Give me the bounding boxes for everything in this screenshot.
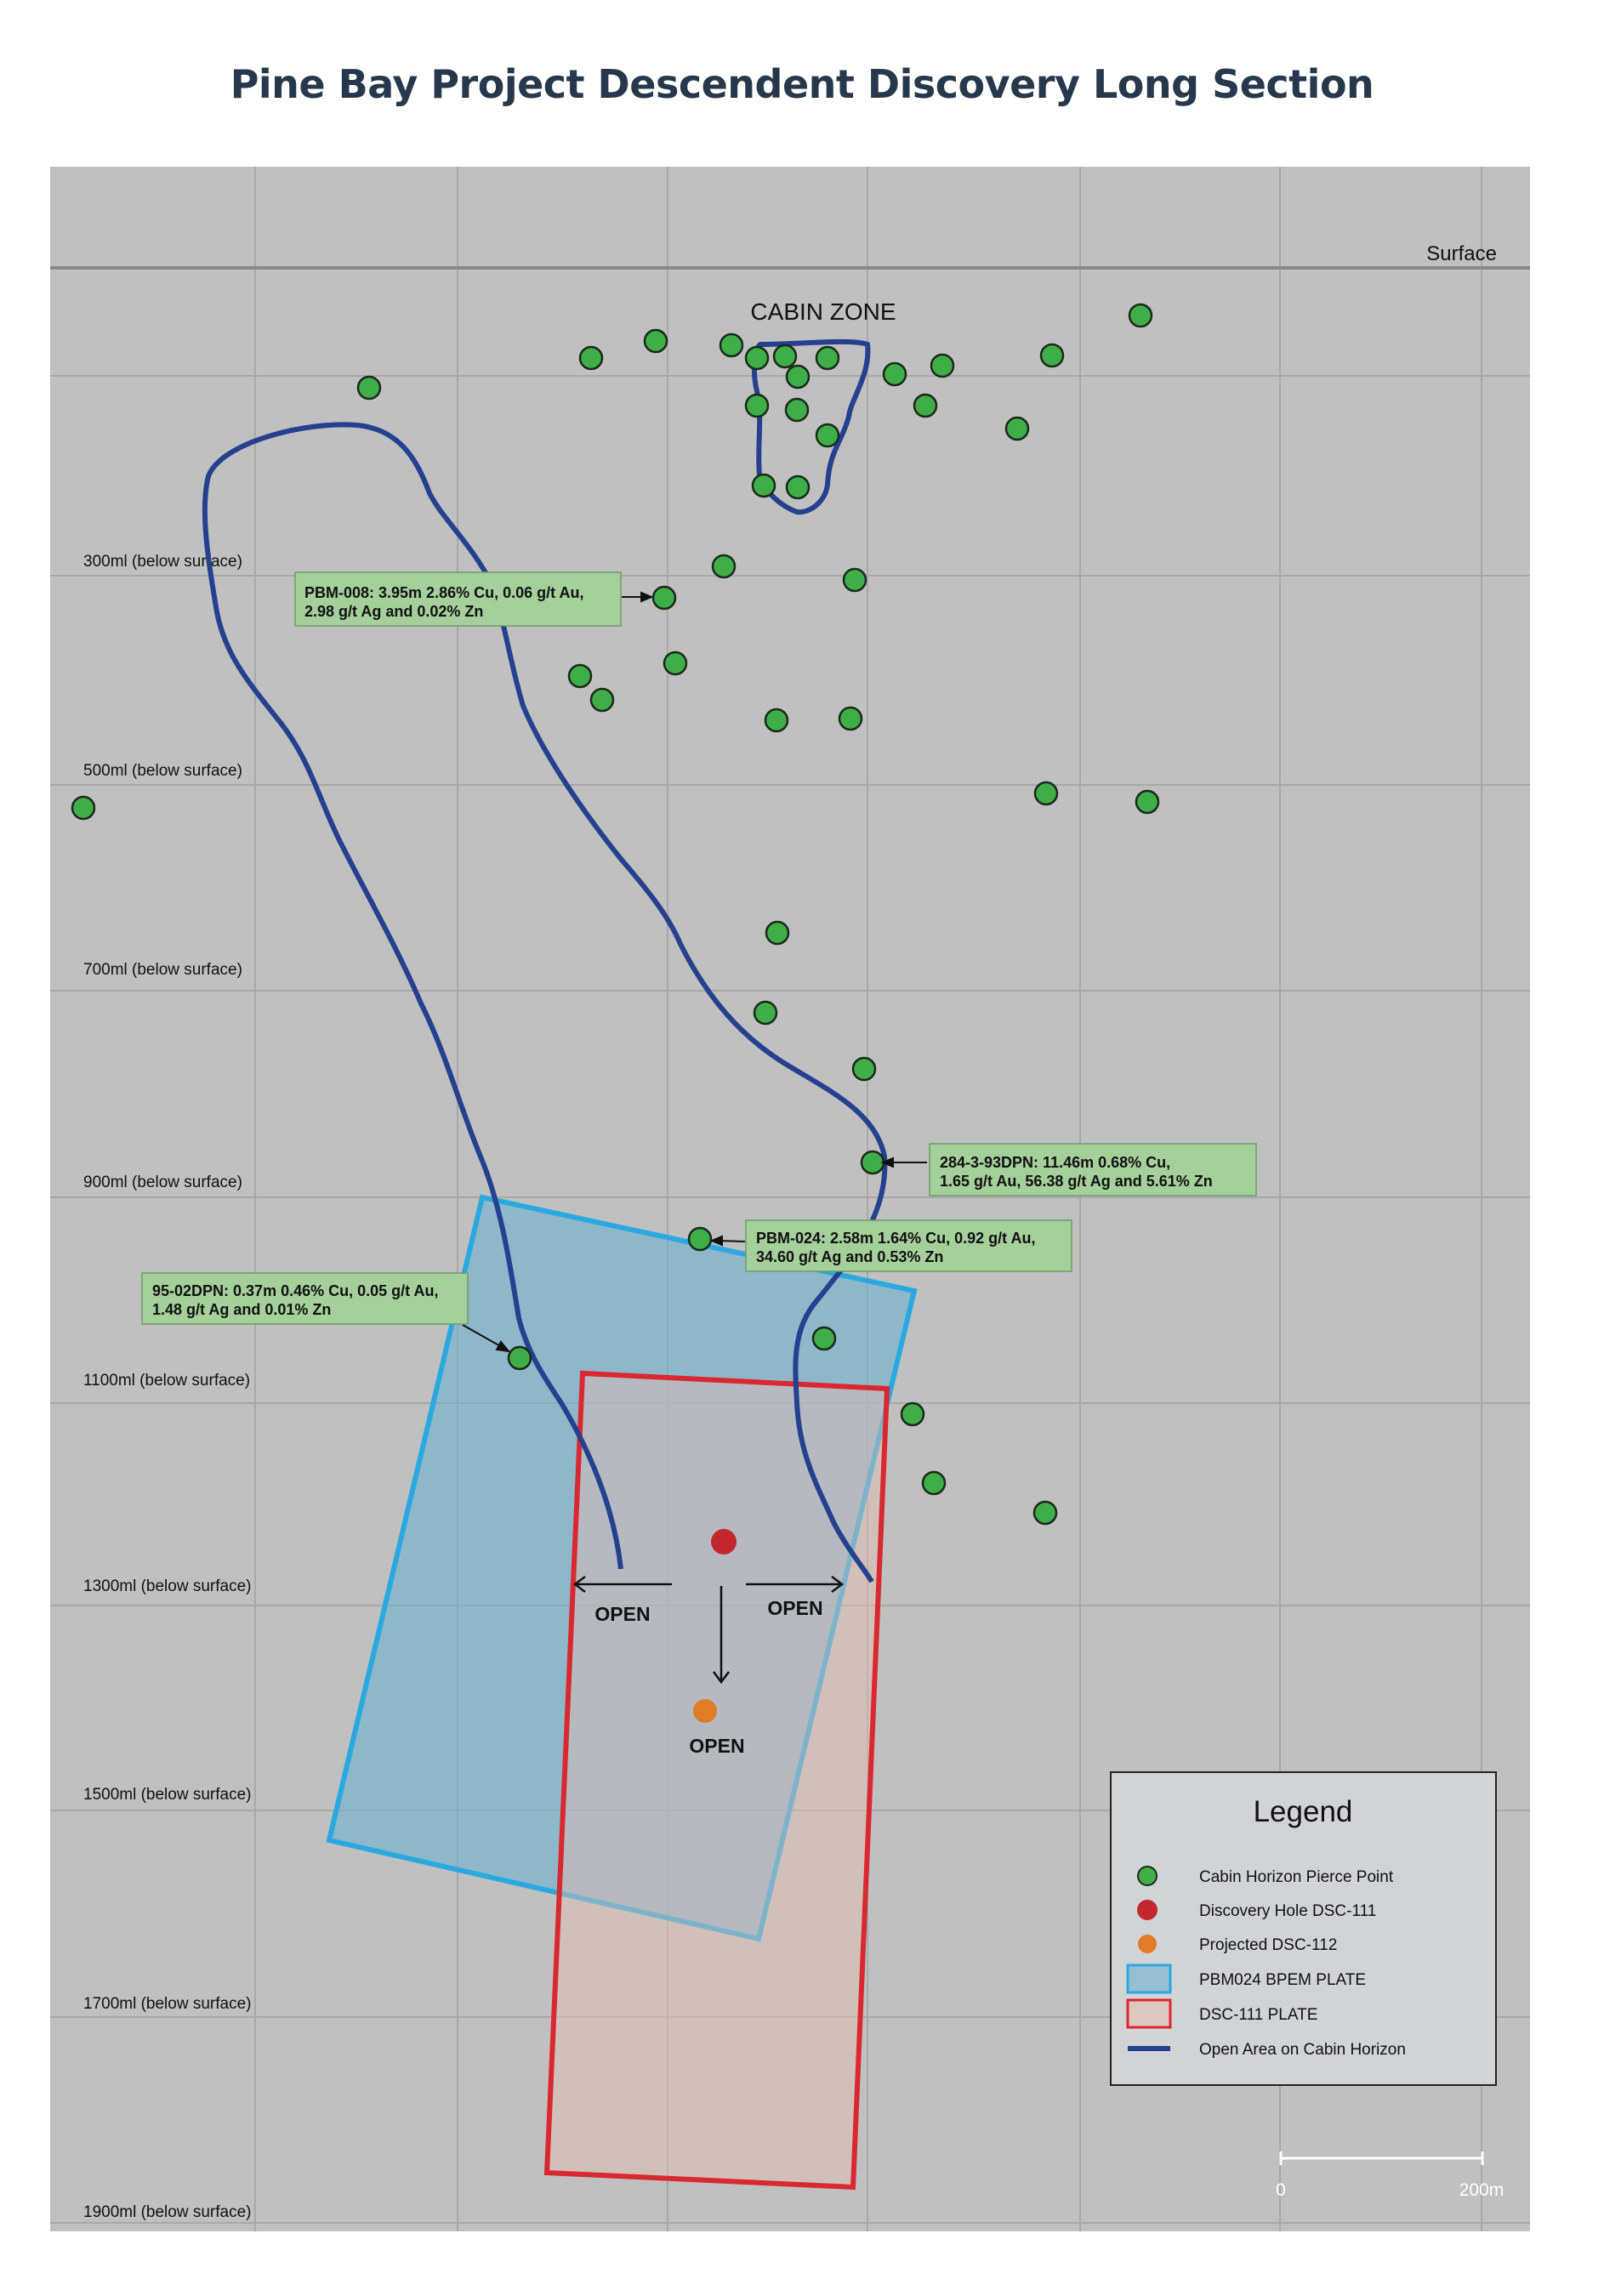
pierce-point	[860, 1150, 885, 1175]
open-arrows	[572, 1576, 845, 1685]
pierce-point	[687, 1226, 713, 1252]
pierce-point	[567, 663, 593, 689]
pierce-point	[1004, 416, 1030, 441]
pierce-point	[1128, 303, 1153, 328]
depth-label: 1500ml (below surface)	[83, 1786, 251, 1804]
discovery-hole-dsc-111	[711, 1529, 737, 1554]
callout-line: PBM-008: 3.95m 2.86% Cu, 0.06 g/t Au,	[304, 584, 583, 601]
pierce-point	[751, 473, 776, 498]
legend-red-dot-icon	[1137, 1900, 1157, 1920]
pierce-point	[1032, 1500, 1058, 1526]
legend-label: PBM024 BPEM PLATE	[1199, 1971, 1366, 1989]
pierce-point	[784, 397, 810, 423]
callout-line: 2.98 g/t Ag and 0.02% Zn	[304, 603, 483, 620]
pierce-point	[578, 345, 604, 371]
pierce-point	[838, 706, 863, 731]
pierce-point	[765, 920, 790, 946]
pierce-point	[1135, 789, 1160, 815]
legend: Legend Cabin Horizon Pierce Point Discov…	[1110, 1771, 1497, 2086]
depth-label: 300ml (below surface)	[83, 553, 242, 571]
pierce-point	[882, 361, 907, 387]
pierce-point	[764, 708, 789, 733]
scale-bar-start: 0	[1276, 2180, 1286, 2200]
legend-label: Cabin Horizon Pierce Point	[1199, 1868, 1394, 1886]
pierce-point	[744, 393, 770, 418]
legend-title: Legend	[1254, 1795, 1353, 1828]
callout-line: 34.60 g/t Ag and 0.53% Zn	[756, 1248, 943, 1265]
pierce-point	[785, 475, 811, 500]
pierce-point	[921, 1470, 947, 1496]
pierce-point	[900, 1401, 925, 1427]
callout-pbm-024: PBM-024: 2.58m 1.64% Cu, 0.92 g/t Au, 34…	[745, 1219, 1072, 1272]
open-label-right: OPEN	[767, 1597, 822, 1619]
pierce-point	[815, 423, 840, 448]
pierce-point	[785, 364, 811, 389]
pierce-point	[815, 345, 840, 371]
legend-label: DSC-111 PLATE	[1199, 2006, 1317, 2024]
open-label-down: OPEN	[689, 1735, 744, 1757]
pierce-point	[811, 1326, 837, 1351]
legend-label: Discovery Hole DSC-111	[1199, 1902, 1376, 1920]
pierce-point	[651, 585, 677, 611]
callout-line: 284-3-93DPN: 11.46m 0.68% Cu,	[940, 1154, 1170, 1171]
callout-leaders	[462, 591, 927, 1353]
dsc-111-plate	[543, 1370, 890, 2191]
cabin-zone-label: CABIN ZONE	[750, 298, 896, 325]
projected-dsc-112	[693, 1699, 717, 1723]
pierce-point	[643, 328, 668, 354]
legend-blue-plate-icon	[1126, 1964, 1172, 1994]
surface-label: Surface	[1426, 242, 1497, 265]
pierce-points	[71, 303, 1160, 1526]
pierce-point	[930, 353, 955, 378]
depth-label: 700ml (below surface)	[83, 961, 242, 979]
pierce-point	[356, 375, 382, 401]
depth-label: 1900ml (below surface)	[83, 2203, 251, 2221]
pierce-point	[719, 332, 744, 358]
legend-red-plate-icon	[1126, 1998, 1172, 2029]
legend-box	[1110, 1771, 1497, 2086]
page-title: Pine Bay Project Descendent Discovery Lo…	[230, 61, 1374, 107]
pierce-point	[507, 1345, 532, 1371]
depth-label: 1300ml (below surface)	[83, 1577, 251, 1595]
callout-284-3-93dpn: 284-3-93DPN: 11.46m 0.68% Cu, 1.65 g/t A…	[929, 1143, 1257, 1196]
scale-bar-end: 200m	[1459, 2180, 1504, 2200]
callout-pbm-008: PBM-008: 3.95m 2.86% Cu, 0.06 g/t Au, 2.…	[294, 571, 622, 627]
callout-line: 1.48 g/t Ag and 0.01% Zn	[152, 1301, 331, 1318]
callout-line: 1.65 g/t Au, 56.38 g/t Ag and 5.61% Zn	[940, 1173, 1213, 1190]
pierce-point	[1033, 781, 1059, 806]
pierce-point	[851, 1056, 877, 1082]
pierce-point	[589, 687, 615, 713]
pierce-point	[913, 393, 938, 418]
pierce-point	[71, 795, 96, 821]
pierce-point	[842, 567, 867, 593]
callout-95-02dpn: 95-02DPN: 0.37m 0.46% Cu, 0.05 g/t Au, 1…	[141, 1272, 469, 1325]
depth-label: 900ml (below surface)	[83, 1174, 242, 1191]
callout-line: PBM-024: 2.58m 1.64% Cu, 0.92 g/t Au,	[756, 1230, 1035, 1247]
scale-bar	[1279, 2151, 1484, 2165]
pierce-point	[753, 1000, 778, 1026]
depth-label: 1700ml (below surface)	[83, 1995, 251, 2013]
pierce-point	[663, 651, 688, 676]
callout-line: 95-02DPN: 0.37m 0.46% Cu, 0.05 g/t Au,	[152, 1282, 438, 1299]
pierce-point	[711, 554, 737, 579]
pierce-point	[1039, 343, 1065, 368]
pierce-point	[772, 344, 798, 369]
depth-label: 500ml (below surface)	[83, 762, 242, 780]
legend-green-dot-icon	[1137, 1866, 1157, 1886]
legend-label: Open Area on Cabin Horizon	[1199, 2041, 1406, 2059]
legend-label: Projected DSC-112	[1199, 1936, 1337, 1954]
legend-orange-dot-icon	[1138, 1935, 1157, 1953]
pierce-point	[744, 345, 770, 371]
depth-labels: 300ml (below surface) 500ml (below surfa…	[83, 553, 251, 2221]
depth-label: 1100ml (below surface)	[83, 1372, 250, 1390]
open-label-left: OPEN	[594, 1603, 650, 1625]
